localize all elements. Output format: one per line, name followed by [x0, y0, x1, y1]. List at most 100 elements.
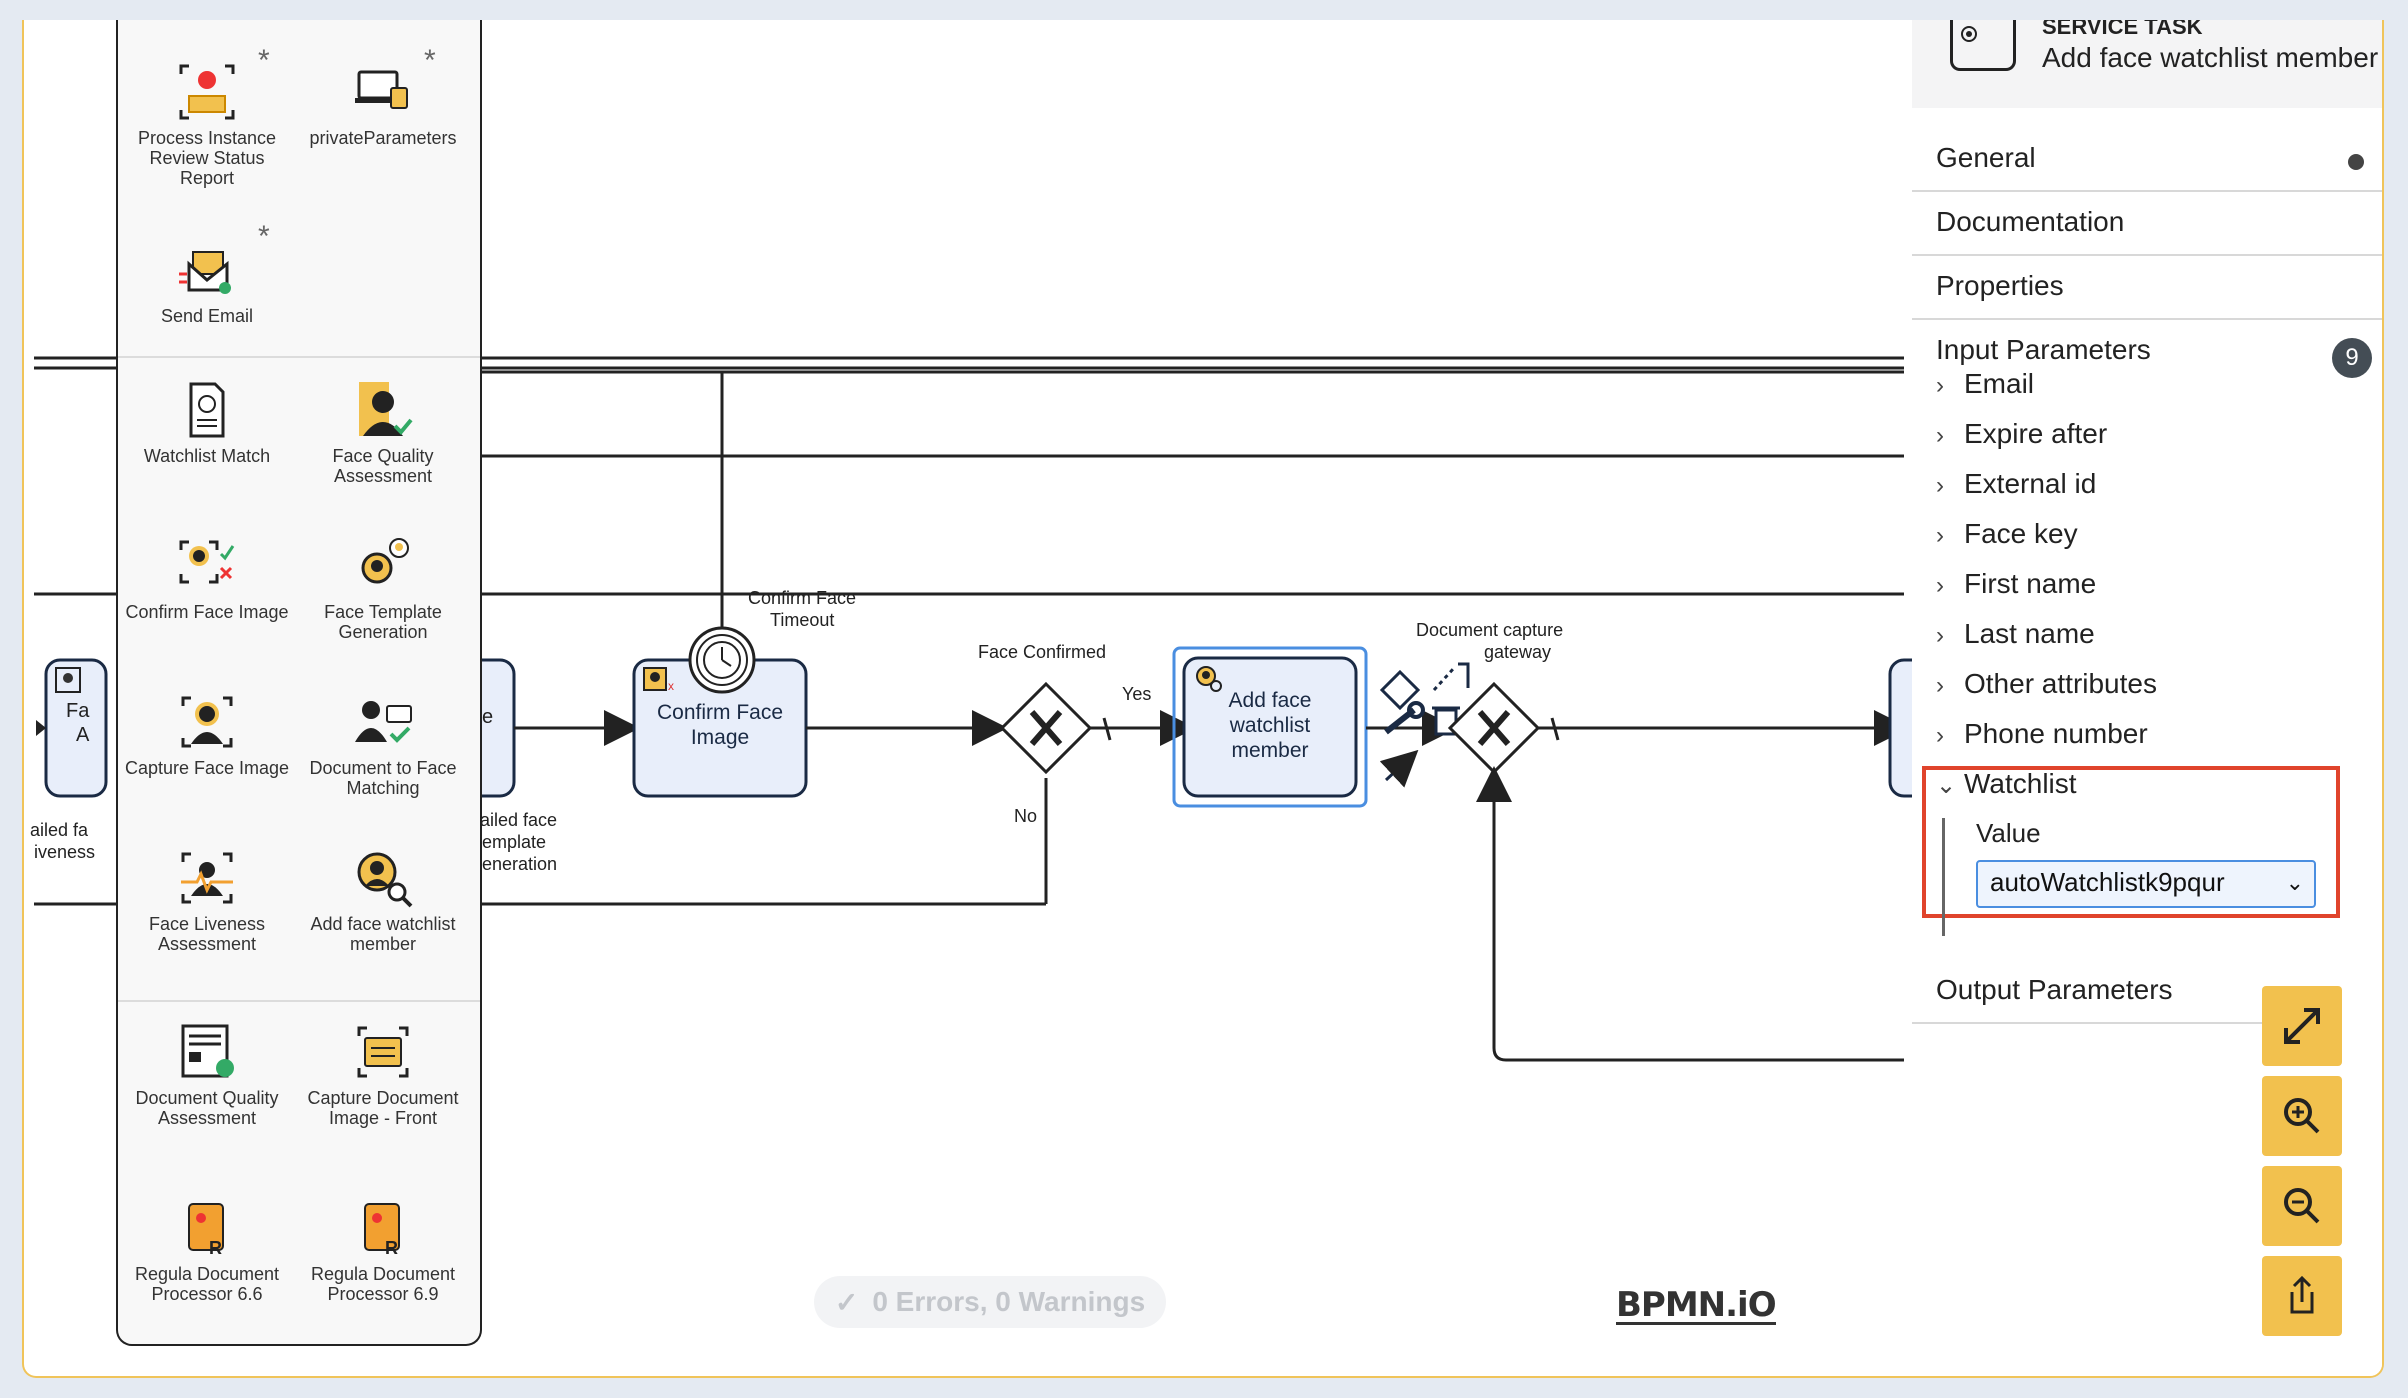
- chevron-right-icon: ›: [1936, 472, 1944, 499]
- group-output-parameters[interactable]: Output Parameters: [1912, 960, 2262, 1024]
- regula-69-icon: R: [364, 1203, 400, 1258]
- failed-template-label: emplate: [482, 832, 547, 852]
- left-task-text: A: [76, 724, 90, 746]
- group-input-parameters[interactable]: Input Parameters 9: [1912, 320, 2382, 382]
- chevron-right-icon: ›: [1936, 622, 1944, 649]
- palette-item-capture-document-front[interactable]: Capture Document Image - Front: [298, 1020, 468, 1128]
- param-phone-number[interactable]: ›Phone number: [1936, 718, 2148, 750]
- palette-item-add-face-watchlist[interactable]: Add face watchlist member: [298, 846, 468, 954]
- palette-item-label: Regula Document Processor 6.9: [310, 1264, 456, 1304]
- palette-item-process-instance-review[interactable]: Process Instance Review Status Report: [122, 60, 292, 188]
- star-icon: *: [258, 220, 270, 253]
- palette-item-label: Watchlist Match: [143, 446, 271, 466]
- lint-status-text: 0 Errors, 0 Warnings: [872, 1286, 1146, 1317]
- palette-item-regula-66[interactable]: R Regula Document Processor 6.6: [122, 1196, 292, 1304]
- param-watchlist[interactable]: ⌄Watchlist: [1936, 768, 2077, 800]
- palette-item-confirm-face[interactable]: Confirm Face Image: [122, 534, 292, 622]
- palette-divider: [118, 356, 480, 358]
- star-icon: *: [258, 44, 270, 77]
- param-expire-after[interactable]: › Expire after: [1936, 418, 2107, 450]
- param-external-id[interactable]: › External id: [1936, 468, 2096, 500]
- capture-document-front-icon: [357, 1026, 409, 1078]
- value-label: Value: [1976, 818, 2041, 848]
- param-last-name[interactable]: › Last name: [1936, 618, 2095, 650]
- failed-template-label: ailed face: [480, 810, 558, 830]
- group-title: General: [1936, 142, 2036, 173]
- palette-item-label: Capture Face Image: [124, 758, 290, 778]
- context-pad-connect: [1432, 666, 1456, 692]
- chevron-right-icon: ›: [1936, 672, 1944, 699]
- timer-label: Timeout: [770, 610, 835, 630]
- palette-item-capture-face[interactable]: Capture Face Image: [122, 690, 292, 778]
- chevron-right-icon: ›: [1936, 372, 1944, 399]
- group-title: Input Parameters: [1936, 334, 2151, 365]
- group-properties[interactable]: Properties: [1912, 256, 2382, 320]
- param-label: Watchlist: [1964, 768, 2077, 799]
- palette-item-regula-69[interactable]: R Regula Document Processor 6.9: [298, 1196, 468, 1304]
- zoom-in-icon: [2284, 1098, 2320, 1134]
- watchlist-value-select[interactable]: autoWatchlistk9pqur ⌄: [1976, 860, 2316, 908]
- face-liveness-icon: [181, 852, 233, 904]
- palette-item-face-quality[interactable]: Face Quality Assessment: [298, 378, 468, 486]
- param-label: Expire after: [1964, 418, 2108, 449]
- failed-template-label: eneration: [482, 854, 558, 874]
- zoom-out-icon: [2284, 1188, 2320, 1224]
- chevron-right-icon: ›: [1936, 722, 1944, 749]
- confirm-face-icon: [179, 540, 235, 584]
- private-parameters-icon: [355, 70, 408, 109]
- palette-item-label: Document Quality Assessment: [135, 1088, 279, 1128]
- share-icon: [2290, 1275, 2314, 1314]
- nesting-rule: [1942, 818, 1945, 936]
- svg-text:R: R: [385, 1238, 398, 1258]
- export-button[interactable]: [2262, 1256, 2342, 1336]
- param-first-name[interactable]: ›First name: [1936, 568, 2096, 600]
- zoom-in-button[interactable]: [2262, 1076, 2342, 1156]
- palette-item-private-parameters[interactable]: privateParameters: [298, 60, 468, 148]
- svg-text:x: x: [668, 679, 674, 693]
- group-title: Output Parameters: [1936, 974, 2173, 1005]
- lint-status[interactable]: ✓ 0 Errors, 0 Warnings: [814, 1276, 1166, 1328]
- element-name: Add face watchlist member: [2042, 42, 2379, 73]
- doc-gateway-label: gateway: [1484, 642, 1552, 662]
- param-label: External id: [1964, 468, 2097, 499]
- chevron-down-icon: ⌄: [2285, 870, 2304, 895]
- process-instance-review-icon: [179, 64, 235, 120]
- param-email[interactable]: › Email: [1936, 368, 2034, 400]
- add-face-watchlist-task: [1182, 656, 1358, 798]
- param-face-key[interactable]: › Face key: [1936, 518, 2078, 550]
- group-general[interactable]: General: [1912, 128, 2382, 192]
- palette-item-document-quality[interactable]: Document Quality Assessment: [122, 1020, 292, 1128]
- select-value: autoWatchlistk9pqur: [1990, 867, 2225, 897]
- param-label: Other attributes: [1964, 668, 2157, 699]
- param-label: Face key: [1964, 518, 2078, 549]
- timer-label: Confirm Face: [748, 588, 857, 608]
- count-badge: 9: [2332, 338, 2372, 378]
- chevron-right-icon: ›: [1936, 522, 1944, 549]
- group-title: Properties: [1936, 270, 2064, 301]
- send-email-icon: [179, 251, 231, 294]
- palette-item-watchlist-match[interactable]: Watchlist Match: [122, 378, 292, 466]
- task-fragment-text: e: [482, 706, 494, 728]
- watchlist-match-icon: [189, 382, 225, 438]
- chevron-right-icon: ›: [1936, 422, 1944, 449]
- selected-task-label[interactable]: Add face watchlist member: [1228, 689, 1312, 762]
- param-label: Email: [1964, 368, 2035, 399]
- confirm-face-icon: x: [643, 667, 674, 693]
- expand-icon: [2284, 1008, 2320, 1044]
- gateway-label: Face Confirmed: [978, 642, 1107, 662]
- group-title: Documentation: [1936, 206, 2125, 237]
- add-face-watchlist-icon: [1196, 666, 1222, 692]
- palette-item-send-email[interactable]: Send Email: [122, 238, 292, 326]
- zoom-out-button[interactable]: [2262, 1166, 2342, 1246]
- palette-item-face-template[interactable]: Face Template Generation: [298, 534, 468, 642]
- left-flow-label: ailed fa: [30, 820, 89, 840]
- param-label: Last name: [1964, 618, 2095, 649]
- palette-item-face-liveness[interactable]: Face Liveness Assessment: [122, 846, 292, 954]
- context-pad-arrow: [1379, 749, 1419, 788]
- param-other-attributes[interactable]: › Other attributes: [1936, 668, 2157, 700]
- group-documentation[interactable]: Documentation: [1912, 192, 2382, 256]
- fullscreen-button[interactable]: [2262, 986, 2342, 1066]
- left-flow-label: iveness: [34, 842, 96, 862]
- palette-item-document-face-matching[interactable]: Document to Face Matching: [298, 690, 468, 798]
- bpmn-io-logo[interactable]: BPMN.iO: [1616, 1285, 1777, 1325]
